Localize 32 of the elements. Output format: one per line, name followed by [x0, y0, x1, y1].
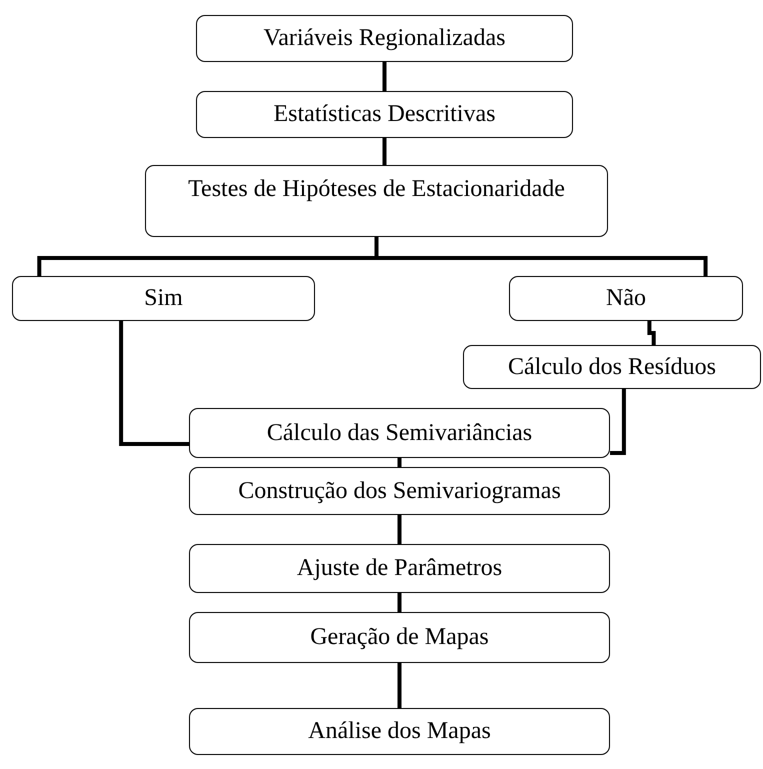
- process-box: [189, 544, 610, 593]
- box-label: Testes de Hipóteses de Estacionaridade: [188, 176, 565, 203]
- box-label: Ajuste de Parâmetros: [296, 555, 502, 582]
- box-label: Variáveis Regionalizadas: [264, 25, 506, 52]
- box-label: Estatísticas Descritivas: [274, 101, 496, 128]
- connector-line: [382, 62, 386, 91]
- connector-line: [382, 138, 386, 165]
- connector-line: [374, 237, 708, 276]
- process-box: [189, 467, 610, 515]
- process-box: [189, 708, 610, 755]
- connector-line: [647, 321, 656, 345]
- box-label: Análise dos Mapas: [308, 718, 491, 745]
- connector-line: [398, 663, 402, 708]
- process-box: [196, 15, 573, 62]
- box-label: Construção dos Semivariogramas: [238, 478, 561, 504]
- process-box: [12, 276, 315, 321]
- box-label: Geração de Mapas: [310, 624, 489, 651]
- process-box: [189, 612, 610, 663]
- connector-line: [119, 321, 189, 446]
- box-label: Sim: [144, 285, 183, 312]
- connector-line: [398, 593, 402, 612]
- process-box: [189, 408, 610, 458]
- box-label: Não: [606, 285, 646, 312]
- process-box: [145, 165, 608, 237]
- box-label: Cálculo das Semivariâncias: [266, 420, 532, 446]
- connector-line: [398, 515, 402, 544]
- process-box: [196, 91, 573, 138]
- process-box: [463, 345, 761, 389]
- box-label: Cálculo dos Resíduos: [508, 354, 716, 380]
- connector-line: [610, 389, 626, 455]
- process-box: [509, 276, 743, 321]
- connector-line: [398, 458, 402, 467]
